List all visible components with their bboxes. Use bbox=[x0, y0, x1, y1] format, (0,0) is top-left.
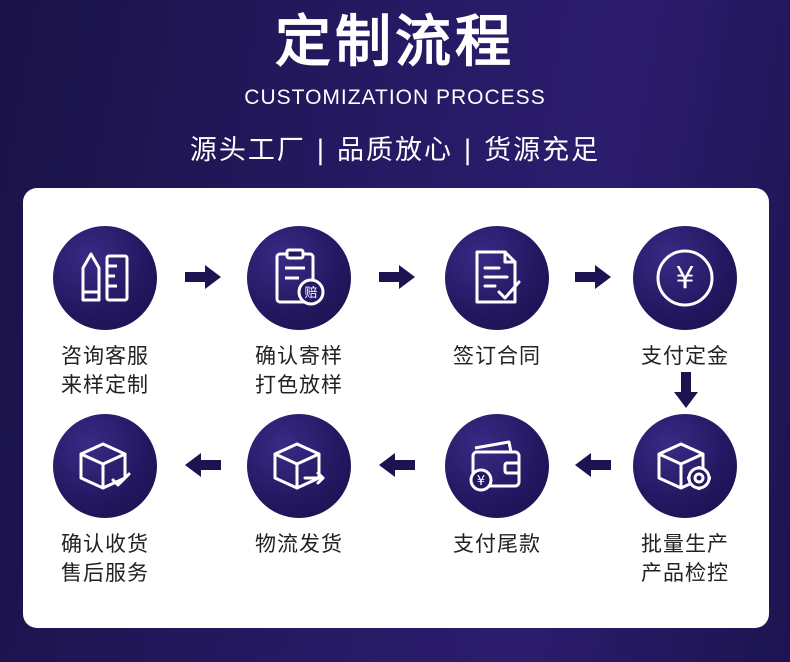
step-label-line: 来样定制 bbox=[61, 373, 149, 397]
step-production-circle bbox=[633, 414, 737, 518]
step-label-line: 物流发货 bbox=[255, 532, 343, 556]
step-shipping-circle bbox=[247, 414, 351, 518]
step-consult-circle bbox=[53, 226, 157, 330]
step-sample: 赔 确认寄样 打色放样 bbox=[229, 226, 369, 400]
step-label-line: 支付定金 bbox=[641, 344, 729, 368]
tagline-separator: | bbox=[463, 135, 475, 166]
step-label-line: 签订合同 bbox=[453, 344, 541, 368]
step-label-line: 咨询客服 bbox=[61, 344, 149, 368]
step-production: 批量生产 产品检控 bbox=[615, 414, 755, 588]
box-check-icon bbox=[79, 442, 131, 490]
badge-text: 赔 bbox=[304, 286, 317, 301]
page-title: 定制流程 bbox=[275, 10, 515, 75]
arrow-down-icon bbox=[673, 370, 699, 410]
step-label-line: 支付尾款 bbox=[453, 532, 541, 556]
tagline: 源头工厂 | 品质放心 | 货源充足 bbox=[0, 128, 790, 167]
arrow-right-icon bbox=[377, 264, 417, 290]
contract-check-icon bbox=[475, 250, 521, 304]
step-label-line: 产品检控 bbox=[641, 561, 729, 585]
arrow-left-icon bbox=[377, 452, 417, 478]
step-shipping-label: 物流发货 bbox=[229, 530, 369, 559]
step-consult-label: 咨询客服 来样定制 bbox=[35, 342, 175, 400]
arrow-right-icon bbox=[573, 264, 613, 290]
step-receipt-circle bbox=[53, 414, 157, 518]
step-deposit-label: 支付定金 bbox=[615, 342, 755, 371]
tagline-item-factory: 源头工厂 bbox=[189, 135, 306, 166]
yen-symbol: ¥ bbox=[675, 261, 694, 296]
tagline-separator: | bbox=[315, 135, 327, 166]
step-shipping: 物流发货 bbox=[229, 414, 369, 559]
step-contract-circle bbox=[445, 226, 549, 330]
step-label-line: 售后服务 bbox=[61, 561, 149, 585]
step-label-line: 打色放样 bbox=[255, 373, 343, 397]
box-arrow-icon bbox=[273, 442, 325, 490]
ruler-pencil-icon bbox=[81, 252, 129, 302]
step-deposit: ¥ 支付定金 bbox=[615, 226, 755, 371]
tagline-item-supply: 货源充足 bbox=[484, 135, 601, 166]
step-label-line: 确认收货 bbox=[61, 532, 149, 556]
arrow-left-icon bbox=[183, 452, 223, 478]
yen-symbol: ¥ bbox=[477, 474, 485, 489]
step-balance-label: 支付尾款 bbox=[427, 530, 567, 559]
process-card: 咨询客服 来样定制 赔 确认寄样 打色放样 bbox=[23, 188, 769, 628]
clipboard-compensation-icon: 赔 bbox=[275, 248, 325, 306]
arrow-right-icon bbox=[183, 264, 223, 290]
step-production-label: 批量生产 产品检控 bbox=[615, 530, 755, 588]
yen-coin-icon: ¥ bbox=[656, 249, 714, 307]
step-consult: 咨询客服 来样定制 bbox=[35, 226, 175, 400]
tagline-item-quality: 品质放心 bbox=[337, 135, 453, 166]
step-deposit-circle: ¥ bbox=[633, 226, 737, 330]
step-label-line: 确认寄样 bbox=[255, 344, 343, 368]
step-label-line: 批量生产 bbox=[641, 532, 729, 556]
box-gear-icon bbox=[657, 442, 711, 490]
wallet-yen-icon: ¥ bbox=[469, 440, 521, 492]
step-receipt: 确认收货 售后服务 bbox=[35, 414, 175, 588]
step-balance-circle: ¥ bbox=[445, 414, 549, 518]
arrow-left-icon bbox=[573, 452, 613, 478]
step-sample-label: 确认寄样 打色放样 bbox=[229, 342, 369, 400]
page-subtitle: CUSTOMIZATION PROCESS bbox=[244, 86, 546, 109]
step-balance: ¥ 支付尾款 bbox=[427, 414, 567, 559]
step-sample-circle: 赔 bbox=[247, 226, 351, 330]
step-contract-label: 签订合同 bbox=[427, 342, 567, 371]
step-contract: 签订合同 bbox=[427, 226, 567, 371]
step-receipt-label: 确认收货 售后服务 bbox=[35, 530, 175, 588]
